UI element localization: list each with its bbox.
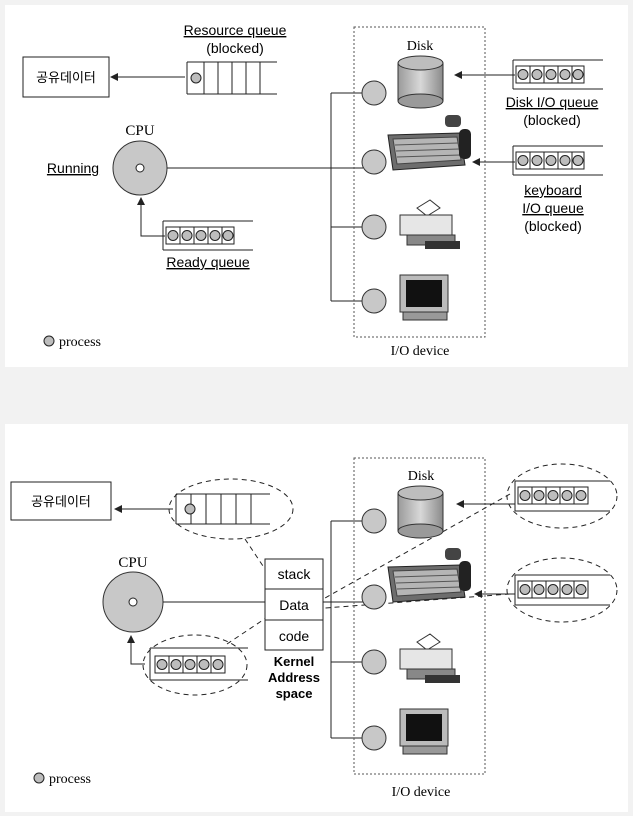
ready-queue-label: Ready queue: [166, 254, 250, 270]
shared-data-label: 공유데이터: [36, 70, 96, 85]
shared-data-box: [22, 56, 110, 98]
monitor-port: [361, 288, 387, 314]
cpu-process-dot: [128, 597, 138, 607]
io-device-label: I/O device: [392, 785, 451, 800]
resource-queue-label: Resource queue: [184, 22, 287, 38]
keyboard-queue-state: (blocked): [524, 218, 582, 234]
monitor-port: [361, 725, 387, 751]
keyboard-port: [361, 584, 387, 610]
ready-queue-arrow: [137, 197, 165, 237]
shared-data-label: 공유데이터: [31, 494, 91, 509]
monitor-icon: [399, 274, 449, 321]
keyboard-io-queue: [512, 145, 603, 176]
bottom-diagram-panel: 공유데이터 CPU: [5, 424, 628, 812]
legend-process-dot: [33, 772, 45, 784]
disk-label: Disk: [407, 39, 433, 54]
cpu-label: CPU: [125, 123, 154, 139]
io-device-label: I/O device: [391, 344, 450, 359]
disk-queue-label: Disk I/O queue: [506, 94, 599, 110]
top-diagram-panel: 공유데이터 Resource queue (blocked) CPU Runni…: [5, 5, 628, 367]
ready-queue-ellipse: [142, 634, 248, 696]
process-dot: [190, 72, 202, 84]
kernel-address-space: [264, 558, 324, 651]
keyboard-icon: [387, 548, 471, 603]
io-device-box: [353, 457, 486, 775]
legend-process-dot: [43, 335, 55, 347]
shared-data-box: [10, 481, 112, 521]
cpu-process-dot: [135, 163, 145, 173]
kernel-stack: stack: [278, 566, 312, 582]
printer-port: [361, 649, 387, 675]
printer-icon: [399, 633, 460, 683]
bottom-diagram: 공유데이터 CPU: [10, 457, 618, 800]
disk-icon: [397, 485, 444, 539]
disk-queue-ellipse: [506, 463, 618, 529]
keyboard-queue-ellipse: [506, 557, 618, 623]
kernel-caption-3: space: [276, 686, 313, 701]
disk-io-queue: [512, 59, 603, 90]
keyboard-queue-label-2: I/O queue: [522, 200, 584, 216]
printer-icon: [399, 199, 460, 249]
cpu-label: CPU: [118, 555, 147, 571]
legend-label: process: [59, 335, 101, 350]
resource-queue: [175, 493, 270, 525]
disk-label: Disk: [408, 469, 434, 484]
legend-label: process: [49, 772, 91, 787]
ready-queue: [149, 647, 248, 681]
disk-queue-state: (blocked): [523, 112, 581, 128]
resource-queue: [186, 61, 277, 95]
disk-io-queue: [514, 480, 610, 512]
monitor-icon: [399, 708, 449, 755]
disk-port: [361, 80, 387, 106]
kernel-caption-1: Kernel: [274, 654, 314, 669]
resource-queue-state: (blocked): [206, 40, 264, 56]
keyboard-port: [361, 149, 387, 175]
process-dot: [184, 503, 196, 515]
keyboard-io-queue: [514, 574, 610, 606]
kernel-code: code: [279, 628, 310, 644]
kernel-data: Data: [279, 597, 309, 613]
printer-port: [361, 214, 387, 240]
keyboard-icon: [387, 115, 471, 171]
disk-icon: [397, 55, 444, 109]
ready-queue-arrow: [127, 635, 145, 665]
keyboard-queue-label-1: keyboard: [524, 182, 582, 198]
io-device-box: [353, 26, 486, 338]
ready-queue: [162, 220, 253, 251]
disk-port: [361, 508, 387, 534]
resource-queue-ellipse: [168, 478, 294, 540]
top-diagram: 공유데이터 Resource queue (blocked) CPU Runni…: [22, 22, 603, 359]
running-label: Running: [47, 160, 99, 176]
kernel-caption-2: Address: [268, 670, 320, 685]
